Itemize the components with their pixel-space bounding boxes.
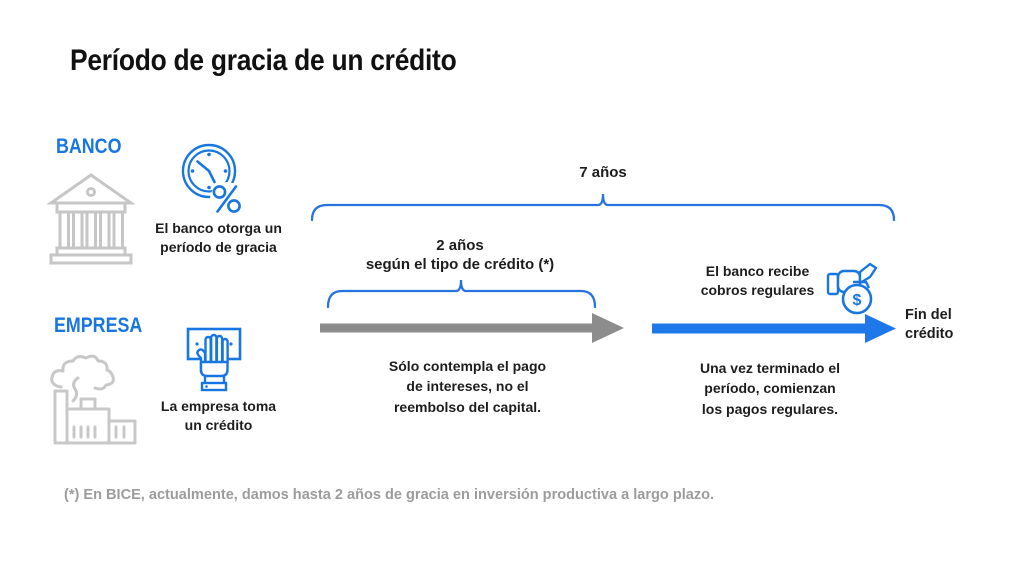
total-span-label: 7 años (579, 164, 627, 181)
grace-note: Sólo contempla el pago de intereses, no … (388, 358, 547, 415)
banco-label: BANCO (56, 135, 122, 158)
empresa-label: EMPRESA (54, 314, 143, 337)
grace-span-brace (326, 276, 597, 310)
money-bag-icon: $ (826, 255, 882, 317)
regular-payments-arrow (652, 314, 896, 343)
end-label: Fin del crédito (905, 307, 954, 342)
banco-caption: El banco otorga un período de gracia (155, 220, 282, 255)
grace-span-label: 2 años según el tipo de crédito (*) (365, 237, 555, 273)
factory-icon (45, 351, 141, 453)
clock-percent-icon (181, 141, 245, 221)
total-span-brace (310, 191, 896, 223)
footnote: (*) En BICE, actualmente, damos hasta 2 … (64, 486, 715, 503)
svg-text:$: $ (853, 292, 862, 309)
post-note: Una vez terminado el período, comienzan … (699, 360, 841, 417)
page-title: Período de gracia de un crédito (70, 44, 457, 77)
hand-money-icon (185, 326, 243, 394)
collect-label: El banco recibe cobros regulares (700, 263, 815, 298)
empresa-caption: La empresa toma un crédito (160, 398, 277, 433)
bank-icon (46, 170, 136, 268)
grace-period-arrow (320, 313, 624, 343)
